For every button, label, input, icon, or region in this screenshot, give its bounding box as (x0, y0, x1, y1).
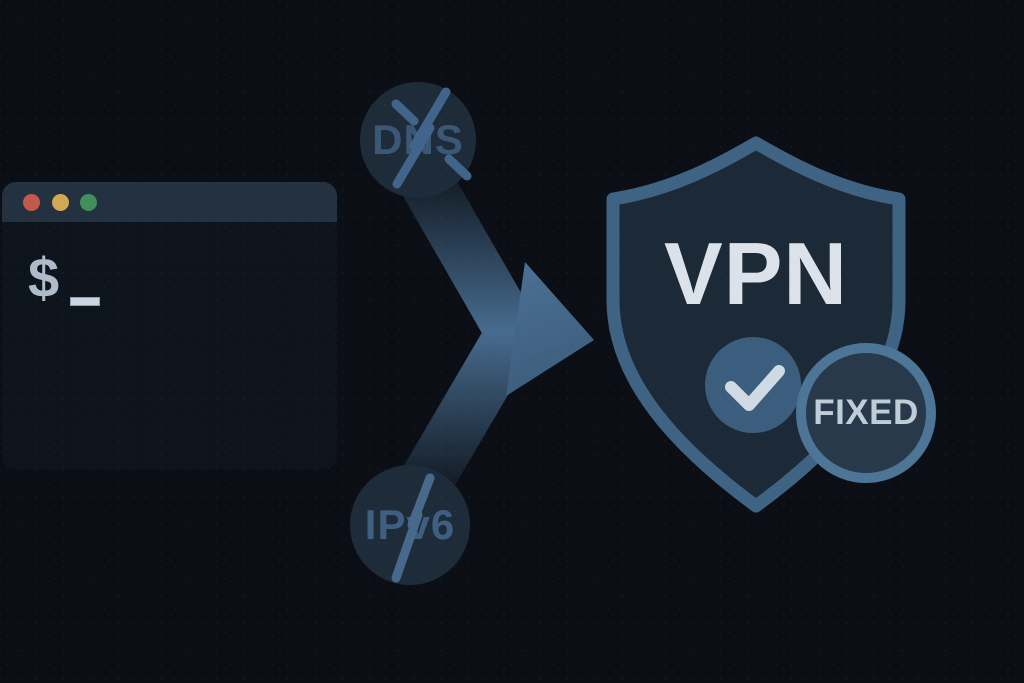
checkmark-icon (725, 365, 785, 411)
terminal-titlebar (2, 182, 337, 222)
close-button-icon (23, 194, 40, 211)
dns-slash-icon (391, 87, 472, 189)
dns-leak-badge: DNS (360, 82, 476, 198)
zoom-button-icon (80, 194, 97, 211)
terminal-cursor-icon (70, 297, 100, 306)
ipv6-slash-icon (391, 473, 435, 583)
minimize-button-icon (52, 194, 69, 211)
fixed-badge-label: FIXED (813, 393, 919, 432)
vpn-label: VPN (664, 224, 848, 323)
flow-arrow-icon (401, 166, 594, 497)
ipv6-leak-badge: IPv6 (350, 465, 470, 585)
fixed-status-badge: FIXED (796, 343, 936, 483)
terminal-window: $ (2, 222, 337, 469)
check-circle (705, 337, 801, 433)
terminal-prompt: $ (28, 246, 60, 309)
